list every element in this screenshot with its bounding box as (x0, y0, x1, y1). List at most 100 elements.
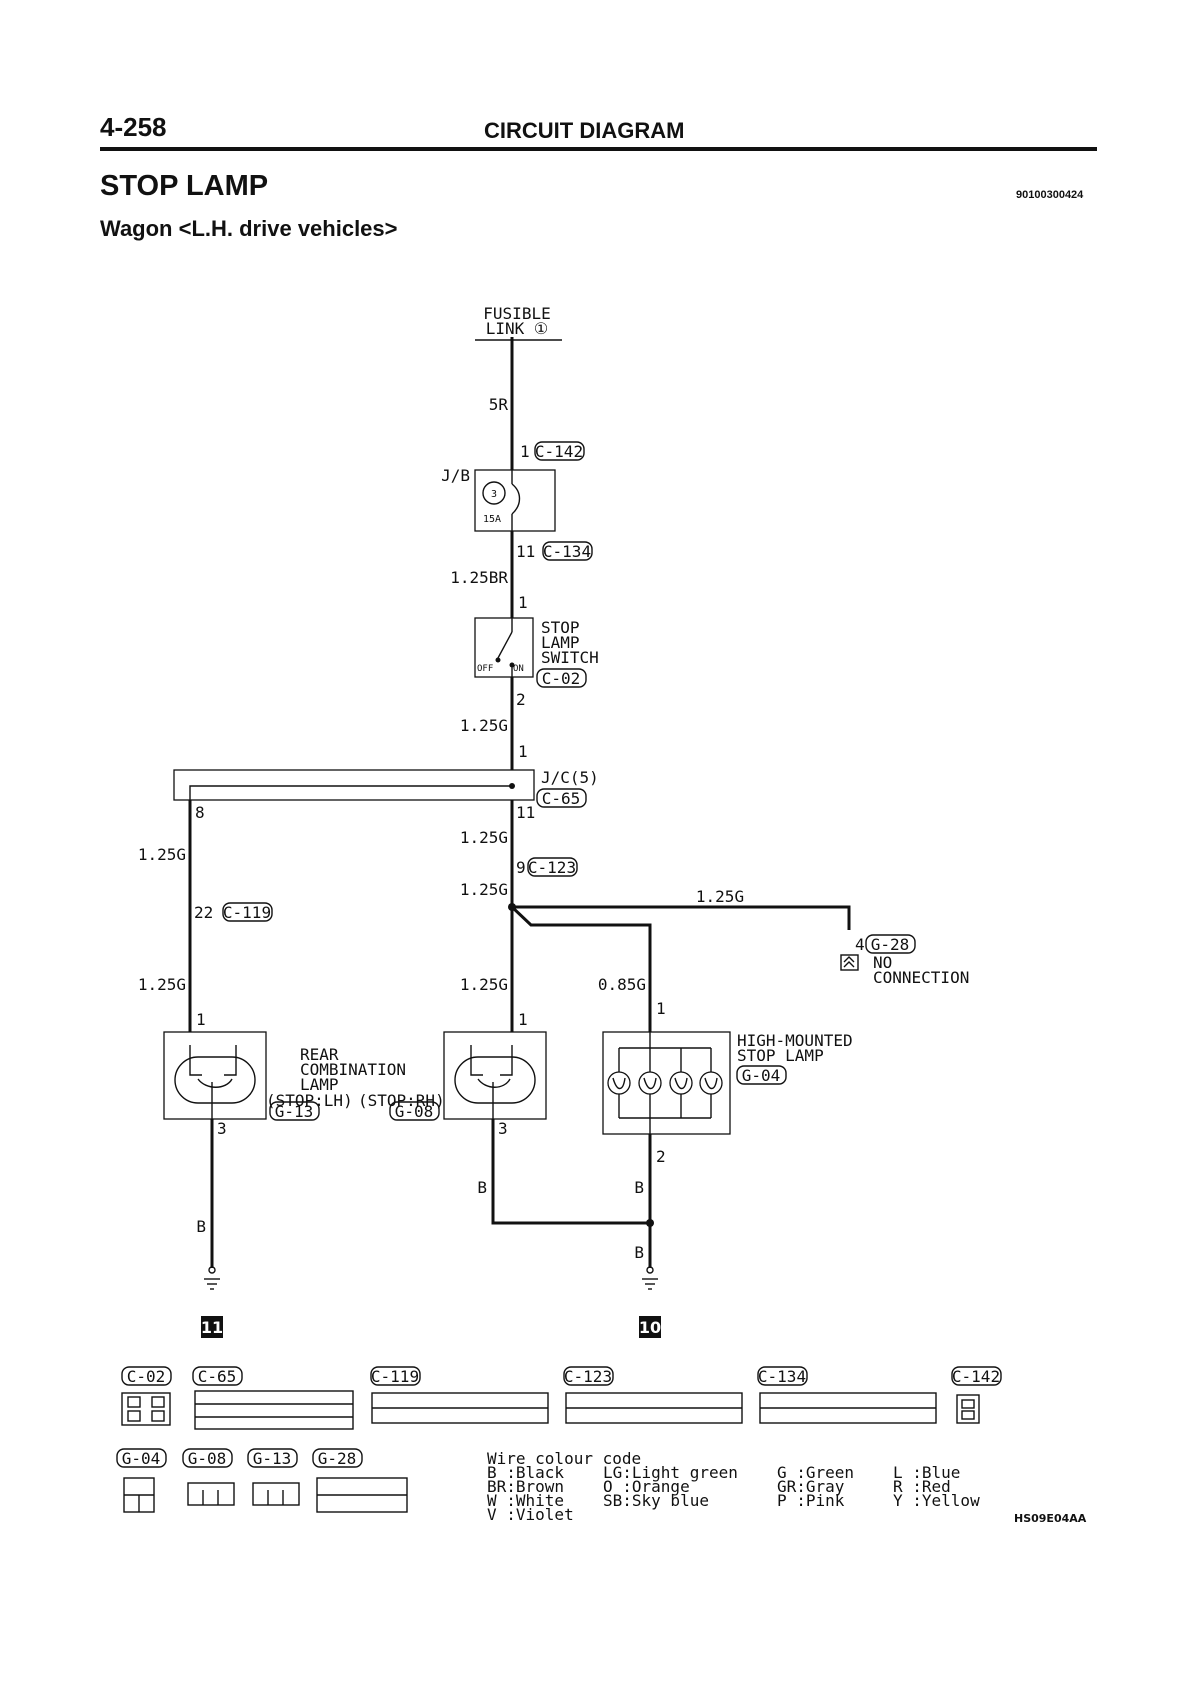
connector-tag-g04 (116, 1448, 167, 1468)
wire-label-5r: 5R (489, 395, 509, 414)
connector-tag-g13 (247, 1448, 298, 1468)
fusible-link-label-2: LINK ① (486, 319, 549, 338)
lamp-name-2: COMBINATION (300, 1060, 406, 1079)
connector-tag-label: G-28 (871, 935, 910, 954)
bulb-icon (638, 1048, 662, 1118)
stop-lamp-switch: OFF ON STOP LAMP SWITCH C-02 2 1.25G 1 (460, 617, 599, 761)
colour-code: SB:Sky blue (603, 1491, 709, 1510)
connector-tag-label: C-134 (758, 1367, 806, 1386)
pin-label: 1 (520, 442, 530, 461)
connector-tag-c123 (563, 1366, 614, 1386)
connector-tag-label: C-142 (535, 442, 583, 461)
figure-code: HS09E04AA (1014, 1512, 1087, 1525)
wire-colour-code: Wire colour code B :Black BR:Brown W :Wh… (487, 1449, 980, 1524)
left-branch-labels: 1.25G 22 C-119 1.25G 1 (138, 845, 273, 1029)
junction-dot (508, 903, 516, 911)
lamp-box-lh (163, 1031, 267, 1120)
pin-cell (151, 1396, 165, 1408)
filament-lead (189, 1045, 202, 1076)
connector-tag-label: G-04 (742, 1066, 781, 1085)
terminal-arrow-icon (843, 961, 855, 968)
center-branch-labels: 1.25G 9 C-123 1.25G 1.25G 1.25G 1 0.85G … (460, 828, 744, 1029)
connector-tag-label: C-02 (127, 1367, 166, 1386)
colour-code: W :White (487, 1491, 564, 1510)
jb-box (474, 469, 556, 532)
filament-lead (470, 1045, 483, 1076)
connector-tag-label: C-65 (542, 789, 581, 808)
connector-tag-c65 (536, 788, 587, 808)
document-code: 90100300424 (1016, 189, 1084, 201)
fuse-element-icon (511, 483, 521, 515)
connector-face-g08: G-08 (182, 1448, 235, 1506)
filament-lead (500, 1045, 513, 1076)
fusible-link: FUSIBLE LINK ① 5R (475, 304, 562, 414)
connector-tag-c134 (757, 1366, 808, 1386)
lamp-name-3: LAMP (300, 1075, 339, 1094)
connector-tag-c123 (527, 857, 578, 877)
connector-tag-label: G-08 (188, 1449, 227, 1468)
filament-icon (197, 1078, 233, 1088)
no-connection-label-2: CONNECTION (873, 968, 969, 987)
pin-label: 1 (518, 1010, 528, 1029)
switch-off-label: OFF (477, 664, 493, 674)
connector-tag-g28 (312, 1448, 363, 1468)
wire-label-b: B (477, 1178, 487, 1197)
rear-combination-lamp-rh: 3 (443, 1031, 547, 1138)
connector-tag-c02 (536, 668, 587, 688)
connector-tag-label: C-123 (564, 1367, 612, 1386)
jc-box (173, 769, 535, 801)
wire-g28 (512, 905, 851, 930)
wire-label-1-25g: 1.25G (138, 975, 186, 994)
pin-cell (127, 1396, 141, 1408)
colour-code: V :Violet (487, 1505, 574, 1524)
pin-label: 1 (518, 593, 528, 612)
connector-tag-g28 (865, 934, 916, 954)
bulb-icon (174, 1056, 256, 1104)
connector-face-g04: G-04 (116, 1448, 167, 1513)
connector-face (194, 1390, 354, 1430)
connector-face (121, 1392, 171, 1426)
ground-point-10: 10 (639, 1266, 661, 1338)
wire-label-1-25g: 1.25G (696, 887, 744, 906)
connector-tag-g04 (736, 1065, 787, 1085)
pin-label: 2 (516, 690, 526, 709)
colour-code: O :Orange (603, 1477, 690, 1496)
pin-label: 22 (194, 903, 213, 922)
connector-face-g28: G-28 (312, 1448, 408, 1513)
connector-face-c02: C-02 (121, 1366, 172, 1426)
page-subtitle: Wagon <L.H. drive vehicles> (100, 216, 398, 241)
terminal-arrow-icon (843, 956, 855, 963)
colour-code: P :Pink (777, 1491, 845, 1510)
wire-label-b: B (196, 1217, 206, 1236)
ground-number-badge (639, 1316, 661, 1338)
connector-tag-g08 (389, 1101, 440, 1121)
switch-name-2: LAMP (541, 633, 580, 652)
no-connection-label: NO (873, 953, 892, 972)
colour-code: L :Blue (893, 1463, 960, 1482)
page-title: STOP LAMP (100, 170, 269, 202)
connector-face-c65: C-65 (192, 1366, 354, 1430)
ground-number: 10 (639, 1318, 661, 1337)
high-mounted-stop-lamp: HIGH-MOUNTED STOP LAMP G-04 2 (602, 1031, 853, 1166)
bulb-icon (607, 1048, 631, 1118)
connector-tag-c65 (192, 1366, 243, 1386)
ground-terminal (646, 1266, 654, 1274)
connector-tag-c119 (222, 902, 273, 922)
wire-label-b: B (634, 1243, 644, 1262)
connector-tag-label: G-08 (395, 1102, 434, 1121)
connector-face (956, 1394, 980, 1424)
ground-number: 11 (201, 1318, 223, 1337)
wire-label-b: B (634, 1178, 644, 1197)
pin-label: 11 (516, 803, 535, 822)
switch-pivot (495, 657, 501, 663)
connector-face-g13: G-13 (247, 1448, 300, 1506)
connector-face (252, 1482, 300, 1506)
pin-cell (961, 1410, 975, 1420)
hm-lamp-name-2: STOP LAMP (737, 1046, 824, 1065)
connector-face-c134: C-134 (757, 1366, 937, 1424)
connector-tag-g13 (269, 1101, 320, 1121)
terminal-box (840, 954, 859, 971)
connector-tag-label: C-65 (198, 1367, 237, 1386)
pin-label: 3 (498, 1119, 508, 1138)
